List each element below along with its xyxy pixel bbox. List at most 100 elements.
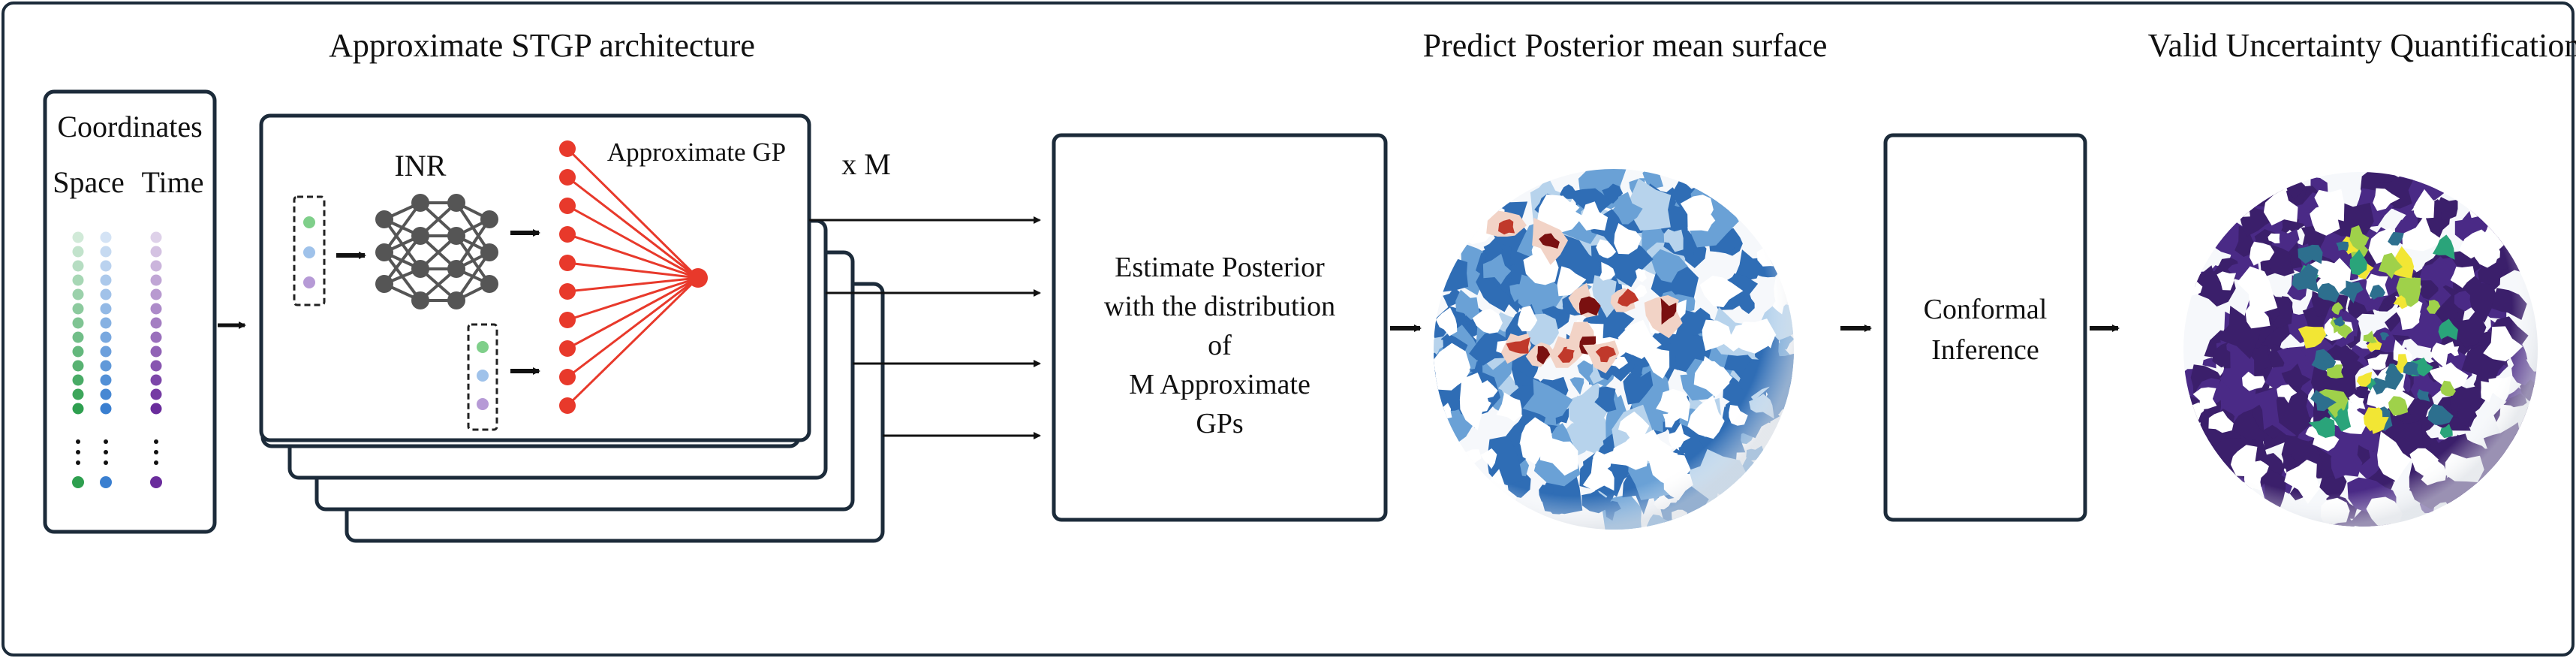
estimate-line-5: GPs xyxy=(1196,408,1243,439)
cloud-gap xyxy=(1717,496,1747,530)
space-green-dot xyxy=(72,374,84,386)
title-uncertainty: Valid Uncertainty Quantification xyxy=(2148,27,2576,64)
space-blue-dot xyxy=(100,388,112,400)
ellipsis-dot xyxy=(104,439,108,444)
cloud-gap xyxy=(1443,214,1464,234)
posterior-globe-shade xyxy=(1434,169,1794,530)
time-purple-dot xyxy=(150,388,162,400)
estimate-line-3: of xyxy=(1208,330,1232,361)
inr-neuron xyxy=(447,291,465,309)
gp-node xyxy=(559,340,576,357)
space-green-dot xyxy=(72,260,84,272)
estimate-line-1: Estimate Posterior xyxy=(1115,252,1325,283)
input2-dot-green xyxy=(477,341,489,353)
estimate-box-frame xyxy=(1052,133,1388,522)
inr-edge xyxy=(455,251,491,302)
gp-edge xyxy=(567,176,699,279)
inr-edge xyxy=(383,201,422,254)
inr-neuron xyxy=(480,243,498,261)
space-green-dot xyxy=(72,388,84,400)
coordinates-box xyxy=(43,89,217,534)
multiplier-label: x M xyxy=(841,147,891,181)
inr-neuron xyxy=(480,210,498,228)
time-purple-dot xyxy=(150,246,162,258)
gp-node xyxy=(559,169,576,186)
time-purple-dot xyxy=(150,303,162,315)
time-purple-dot xyxy=(150,288,162,300)
cloud-gap xyxy=(2183,229,2208,250)
inr-neuron xyxy=(411,227,429,245)
gp-node xyxy=(559,312,576,328)
space-green-dot xyxy=(72,346,84,358)
inr-edge xyxy=(455,218,491,270)
time-purple-dot xyxy=(150,317,162,329)
gp-node xyxy=(559,369,576,385)
space-green-dot xyxy=(72,288,84,300)
inr-neuron xyxy=(375,243,393,261)
coordinate-dot-columns xyxy=(72,231,162,488)
space-blue-final-dot xyxy=(100,476,112,488)
gp-edge xyxy=(566,276,700,407)
space-blue-dot xyxy=(100,274,112,286)
title-posterior-surface: Predict Posterior mean surface xyxy=(1423,27,1828,64)
conformal-line-2: Inference xyxy=(1931,334,2039,366)
space-green-dot xyxy=(72,317,84,329)
approximate-gp-label: Approximate GP xyxy=(607,137,786,167)
input2-dot-blue xyxy=(477,370,489,382)
inr-neuron xyxy=(411,194,429,212)
ellipsis-dot xyxy=(104,450,108,454)
time-purple-dot xyxy=(150,374,162,386)
input-dot-purple xyxy=(303,276,315,288)
posterior-mean-globe xyxy=(1434,169,1794,530)
time-purple-dot xyxy=(150,231,162,243)
input-group-left xyxy=(293,195,326,306)
gp-edge xyxy=(567,233,699,279)
cloud-gap xyxy=(1502,169,1522,189)
gp-edge xyxy=(567,261,699,279)
gp-edge xyxy=(566,147,700,279)
estimate-posterior-box: Estimate Posterior with the distribution… xyxy=(1052,133,1388,522)
gp-edge xyxy=(567,276,699,379)
inr-neuron xyxy=(447,194,465,212)
ellipsis-dot xyxy=(104,460,108,465)
space-green-dot xyxy=(72,331,84,343)
cloud-gap xyxy=(2189,487,2219,520)
cloud-gap xyxy=(2469,486,2509,524)
network-stack xyxy=(259,113,885,543)
space-green-dot xyxy=(72,360,84,372)
gp-node xyxy=(559,140,576,157)
inr-neuron xyxy=(447,227,465,245)
inr-neuron xyxy=(375,210,393,228)
gp-edge xyxy=(567,276,699,293)
inr-neuron xyxy=(447,260,465,278)
inr-edge xyxy=(383,234,422,285)
ellipsis-dot xyxy=(154,460,158,465)
gp-edge xyxy=(567,276,699,321)
time-purple-dot xyxy=(150,360,162,372)
space-blue-dot xyxy=(100,374,112,386)
approximate-gp-fan xyxy=(559,140,708,414)
space-blue-dot xyxy=(100,303,112,315)
cloud-gap xyxy=(1705,169,1736,192)
gp-node xyxy=(559,397,576,414)
inr-neuron xyxy=(411,260,429,278)
space-blue-dot xyxy=(100,246,112,258)
title-architecture: Approximate STGP architecture xyxy=(329,27,755,64)
network-main-content: INR Approximate GP xyxy=(293,137,786,431)
time-purple-dot xyxy=(150,403,162,415)
space-green-dot xyxy=(72,246,84,258)
inr-network xyxy=(375,194,498,309)
cloud-gap xyxy=(2511,240,2530,259)
input-dot-green xyxy=(303,216,315,228)
cloud-gap xyxy=(1467,505,1493,530)
space-green-dot xyxy=(72,274,84,286)
input-group-right xyxy=(467,323,498,431)
time-purple-dot xyxy=(150,331,162,343)
time-purple-final-dot xyxy=(150,476,162,488)
ellipsis-dot xyxy=(76,450,80,454)
conformal-box-frame xyxy=(1883,133,2087,522)
uncertainty-globe xyxy=(2183,172,2538,527)
space-blue-dot xyxy=(100,346,112,358)
inr-label: INR xyxy=(395,149,447,183)
